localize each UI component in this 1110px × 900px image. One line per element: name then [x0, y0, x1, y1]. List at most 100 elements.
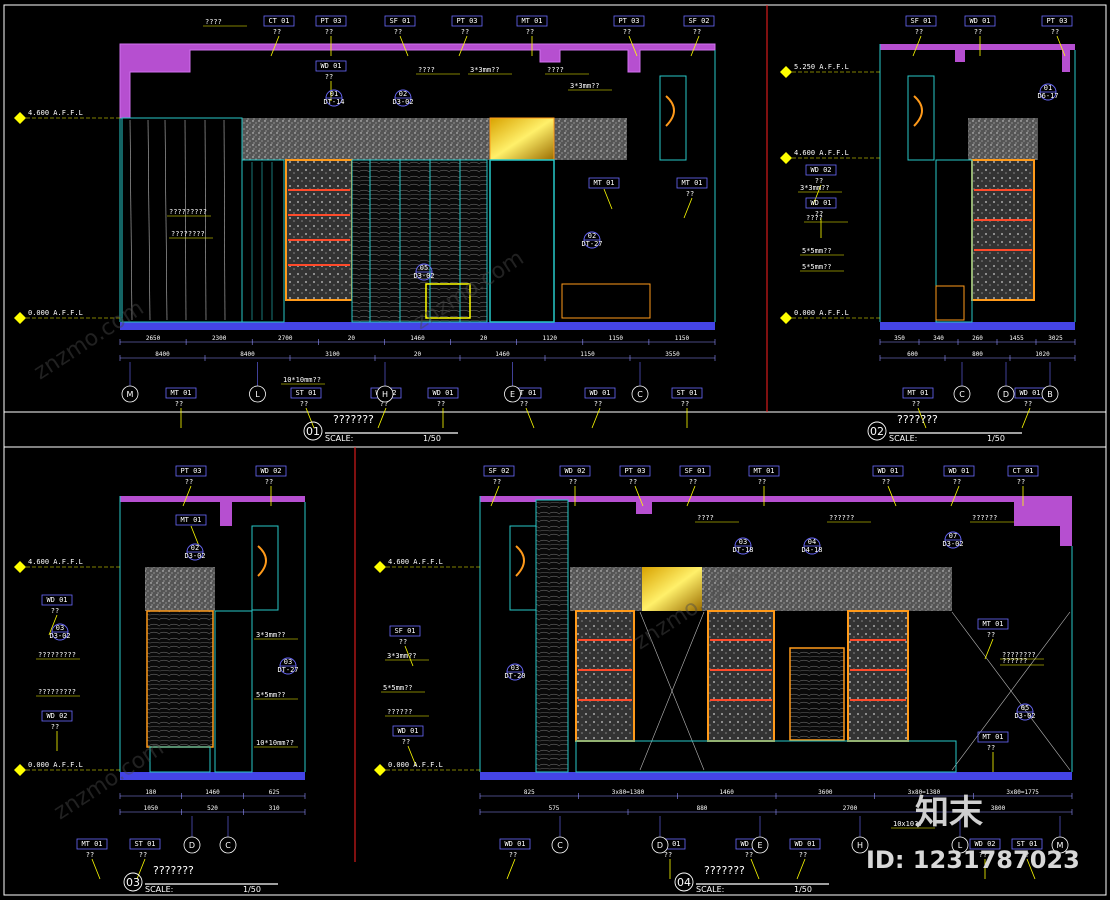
- level-marker-label: 4.600 A.F.F.L: [794, 149, 849, 157]
- material-tag: MT 01: [175, 514, 207, 547]
- view-scale-value: 1/50: [423, 434, 441, 443]
- dimension-value: 2650: [146, 335, 161, 342]
- dimension-value: 8400: [240, 351, 255, 358]
- dimension-value: 3100: [325, 351, 340, 358]
- material-tag-note: ??: [815, 210, 823, 218]
- detail-callout-sheet: DT-27: [277, 666, 298, 674]
- axis-bubble-label: D: [657, 841, 663, 850]
- annotation-note: ????: [205, 18, 222, 26]
- dimension-value: 3025: [1048, 335, 1063, 342]
- material-tag-note: ??: [273, 28, 281, 36]
- material-tag-note: ??: [139, 851, 147, 859]
- material-tag-note: ??: [380, 400, 388, 408]
- material-tag-note: ??: [629, 478, 637, 486]
- material-tag-note: ??: [915, 28, 923, 36]
- material-tag-code: WD 02: [740, 840, 761, 848]
- axis-bubble-label: D: [189, 841, 195, 850]
- drapery-lines: [129, 119, 226, 321]
- material-tag-note: ??: [664, 851, 672, 859]
- dimension-value: 3x80=1775: [1006, 789, 1039, 796]
- dimension-value: 1150: [580, 351, 595, 358]
- detail-callout-number: 03: [284, 658, 292, 666]
- dimension-value: 1460: [719, 789, 734, 796]
- material-tag: WD 01??: [1014, 387, 1046, 429]
- material-tag: WD 02??: [969, 838, 1001, 879]
- dimension-value: 3x80=1380: [908, 789, 941, 796]
- dimension-value: 20: [348, 335, 356, 342]
- dimension-value: 8400: [155, 351, 170, 358]
- material-tag: WD 01??: [41, 594, 73, 636]
- axis-bubble: B: [1041, 362, 1059, 403]
- material-tag: PT 03??: [315, 15, 347, 56]
- axis-bubble: D: [651, 816, 669, 854]
- material-tag-note: ??: [51, 723, 59, 731]
- annotation-note: 3*3mm??: [570, 82, 600, 90]
- level-marker: 0.000 A.F.F.L: [780, 309, 880, 324]
- view-number: 01: [306, 425, 320, 438]
- material-tag: WD 01??: [943, 465, 975, 507]
- material-tag-code: MT 01: [753, 467, 774, 475]
- annotation-note: 5*5mm??: [802, 263, 832, 271]
- ceiling-wall-section: [119, 43, 716, 119]
- dimension-value: 3x80=1380: [612, 789, 645, 796]
- dimension-value: 880: [697, 805, 708, 812]
- axis-bubble: H: [851, 816, 869, 854]
- dimension-value: 520: [207, 805, 218, 812]
- view-scale-value: 1/50: [987, 434, 1005, 443]
- material-tag-code: WD 02: [46, 712, 67, 720]
- material-tag-note: ??: [974, 28, 982, 36]
- floor-slab: [120, 322, 715, 330]
- detail-callout-number: 03: [56, 624, 64, 632]
- axis-bubble: D: [183, 816, 201, 854]
- material-tag-note: ??: [912, 400, 920, 408]
- view-title: ???????: [897, 413, 938, 426]
- material-tag-note: ??: [681, 400, 689, 408]
- view-separators: [354, 5, 768, 862]
- screen-panels: [241, 159, 285, 323]
- annotation-note: ????: [418, 66, 435, 74]
- annotation-notes: ???????? 3*3mm?????? 3*3mm????????????????…: [36, 18, 1044, 829]
- material-tag-code: SF 01: [394, 627, 415, 635]
- view-title-block: 01???????SCALE:1/50: [303, 413, 458, 443]
- axis-bubble-label: H: [857, 841, 863, 850]
- material-tag: MT 01??: [748, 465, 780, 506]
- axis-bubble: C: [631, 362, 649, 403]
- annotation-note: ?????????: [38, 651, 76, 659]
- detail-callout-number: 01: [1044, 84, 1052, 92]
- side-console: [425, 283, 471, 319]
- material-tag: MT 01??: [516, 15, 548, 56]
- axis-bubble: M: [121, 362, 139, 403]
- axis-bubble: M: [1051, 816, 1069, 854]
- annotation-note: 3*3mm??: [470, 66, 500, 74]
- material-tag-note: ??: [461, 28, 469, 36]
- material-tag-code: WD 01: [397, 727, 418, 735]
- dimension-value: 3800: [991, 805, 1006, 812]
- dimension-value: 2700: [278, 335, 293, 342]
- annotation-note: 10x10??: [893, 820, 923, 828]
- view-title-block: 02???????SCALE:1/50: [867, 413, 1022, 443]
- level-marker: 0.000 A.F.F.L: [374, 761, 480, 776]
- material-tag-note: ??: [394, 28, 402, 36]
- detail-callout-sheet: DT-18: [732, 546, 753, 554]
- watermark-id: ID: 1231787023: [866, 846, 1080, 874]
- view-scale-label: SCALE:: [889, 434, 917, 443]
- material-tag-code: PT 03: [1046, 17, 1067, 25]
- dimension-value: 600: [907, 351, 918, 358]
- material-tag-code: WD 02: [974, 840, 995, 848]
- detail-callout-sheet: DT-27: [581, 240, 602, 248]
- material-tag-note: ??: [325, 28, 333, 36]
- material-tag-code: WD 01: [432, 389, 453, 397]
- material-tag-note: ??: [569, 478, 577, 486]
- material-tag-code: CT 01: [1012, 467, 1033, 475]
